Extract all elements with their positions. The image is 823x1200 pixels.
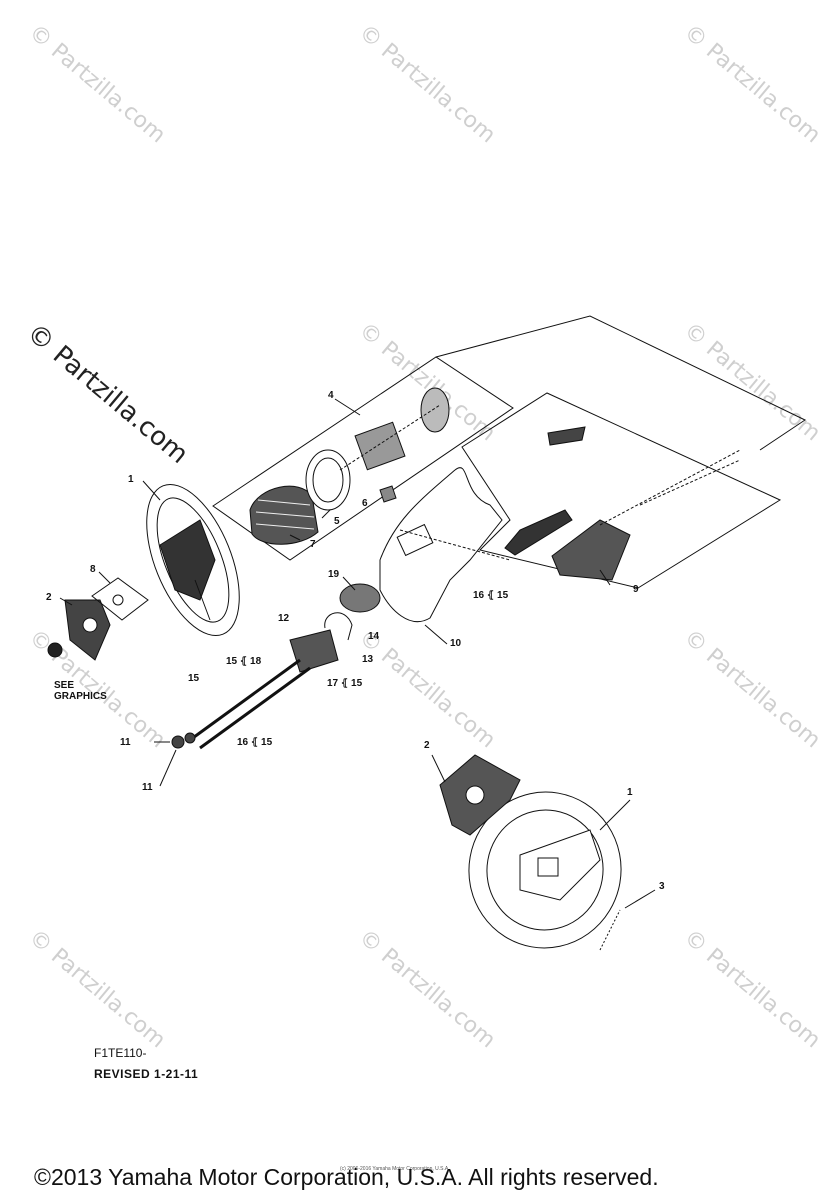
see-graphics-note: SEE GRAPHICS: [54, 680, 107, 702]
copyright-footer: ©2013 Yamaha Motor Corporation, U.S.A. A…: [34, 1164, 659, 1190]
callout-12: 12: [278, 613, 290, 624]
graphics-line: GRAPHICS: [54, 691, 107, 702]
callout-11a: 11: [120, 737, 131, 748]
callout-r1: 1: [627, 787, 633, 798]
clip: [379, 485, 397, 503]
callout-13: 13: [362, 654, 374, 665]
callout-8: 8: [90, 564, 96, 575]
callout-r2: 2: [424, 740, 430, 751]
callout-15: 15: [188, 673, 200, 684]
callout-5: 5: [334, 516, 340, 527]
item-8-outline: [91, 577, 149, 621]
callout-1: 1: [128, 474, 134, 485]
group-connector-line: [435, 315, 807, 451]
callout-4: 4: [328, 390, 334, 401]
callout-r3: 3: [659, 881, 665, 892]
callout-15-18: 15 ⦃ 18: [226, 656, 262, 667]
steering-column: [189, 629, 339, 750]
callout-6: 6: [362, 498, 368, 509]
clamp: [324, 612, 353, 641]
callout-2: 2: [46, 592, 52, 603]
boot: [339, 583, 381, 613]
steering-wheel-right: [439, 754, 622, 949]
revised-date: REVISED 1-21-11: [94, 1067, 199, 1081]
group-9-outline: [461, 392, 782, 589]
steering-wheel-left: [146, 483, 240, 637]
callout-16-15a: 16 ⦃ 15: [473, 590, 509, 601]
tiny-copyright: (c) 2006-2016 Yamaha Motor Corporation, …: [340, 1166, 450, 1172]
callout-14: 14: [368, 631, 380, 642]
callout-11b: 11: [142, 782, 153, 793]
callout-16-15b: 16 ⦃ 15: [237, 737, 273, 748]
callout-9: 9: [633, 584, 639, 595]
callout-10: 10: [450, 638, 462, 649]
callout-19: 19: [328, 569, 340, 580]
bellows: [249, 485, 319, 545]
emblem: [47, 642, 63, 658]
column-cover: [379, 467, 503, 623]
tilt-bracket: [504, 426, 741, 581]
hub-cover: [64, 599, 111, 661]
diagram-code: F1TE110-: [94, 1046, 147, 1060]
universal-joint: [171, 732, 196, 749]
callout-17-15: 17 ⦃ 15: [327, 678, 363, 689]
tilt-mechanism: [339, 387, 450, 471]
see-line: SEE: [54, 680, 75, 691]
callout-7: 7: [310, 539, 316, 550]
